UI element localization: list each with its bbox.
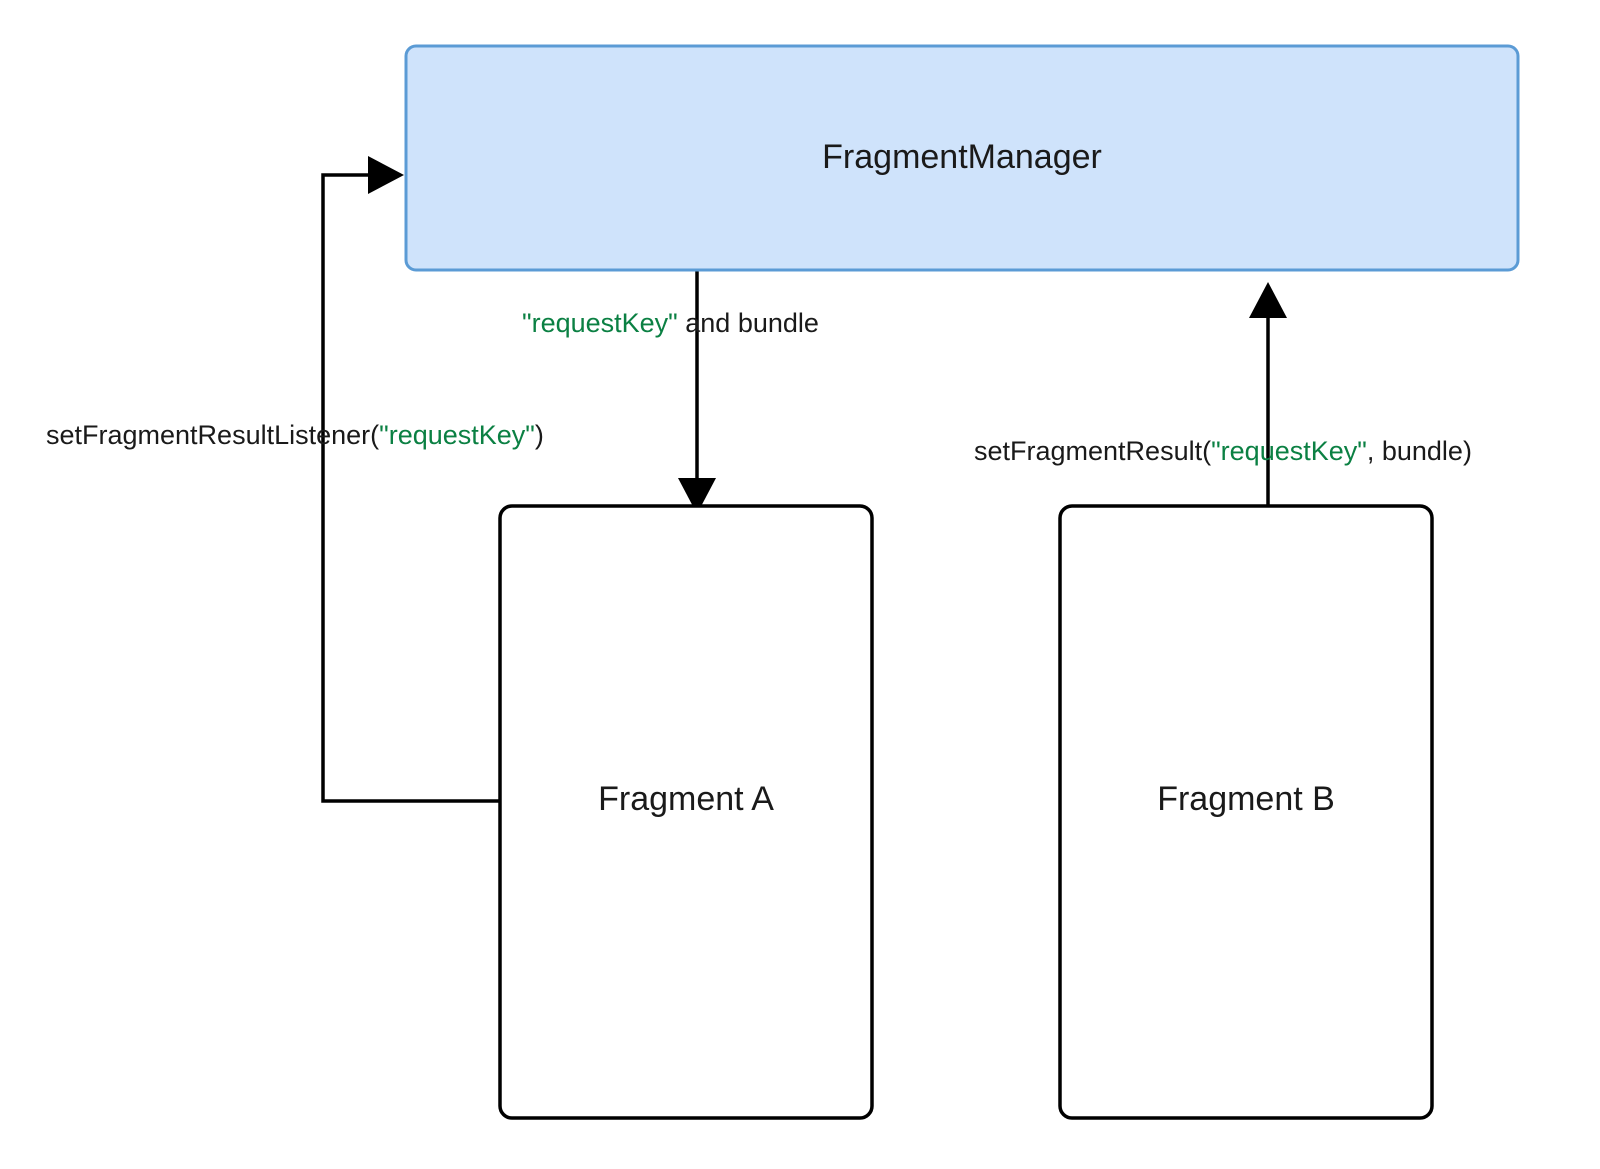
node-fragment-manager[interactable]: FragmentManager	[404, 44, 1520, 272]
edge-label-text-part-1: and bundle	[678, 308, 819, 338]
edge-label-key-part-1: "requestKey"	[522, 308, 678, 338]
edge-set-fragment-result-listener	[321, 156, 509, 803]
edge-listener-arrowhead	[368, 156, 404, 194]
edge-deliver-result-arrowhead	[678, 478, 716, 514]
fragment-a-label: Fragment A	[598, 780, 774, 818]
edge-label-listener-suffix: )	[535, 420, 544, 450]
edge-request-key-and-bundle	[678, 270, 716, 514]
fragment-manager-box[interactable]	[404, 44, 1520, 272]
fragment-b-box[interactable]	[1058, 504, 1434, 1120]
edge-label-set-fragment-result-listener: setFragmentResultListener("requestKey")	[46, 420, 544, 450]
edge-set-result-arrowhead	[1249, 282, 1287, 318]
edge-label-request-key-and-bundle: "requestKey" and bundle	[522, 308, 819, 338]
edge-listener-line	[321, 173, 509, 803]
edge-label-set-fragment-result: setFragmentResult("requestKey", bundle)	[974, 436, 1472, 466]
edge-label-listener-key: "requestKey"	[379, 420, 535, 450]
edge-label-result-key: "requestKey"	[1211, 436, 1367, 466]
fragment-b-label: Fragment B	[1157, 780, 1335, 818]
node-fragment-b[interactable]: Fragment B	[1058, 504, 1434, 1120]
fragment-a-box[interactable]	[498, 504, 874, 1120]
edge-label-result-prefix: setFragmentResult(	[974, 436, 1211, 466]
edge-label-listener-prefix: setFragmentResultListener(	[46, 420, 379, 450]
edge-set-fragment-result	[1249, 282, 1287, 506]
edge-label-result-suffix: , bundle)	[1367, 436, 1472, 466]
node-fragment-a[interactable]: Fragment A	[498, 504, 874, 1120]
fragment-manager-label: FragmentManager	[822, 138, 1102, 176]
